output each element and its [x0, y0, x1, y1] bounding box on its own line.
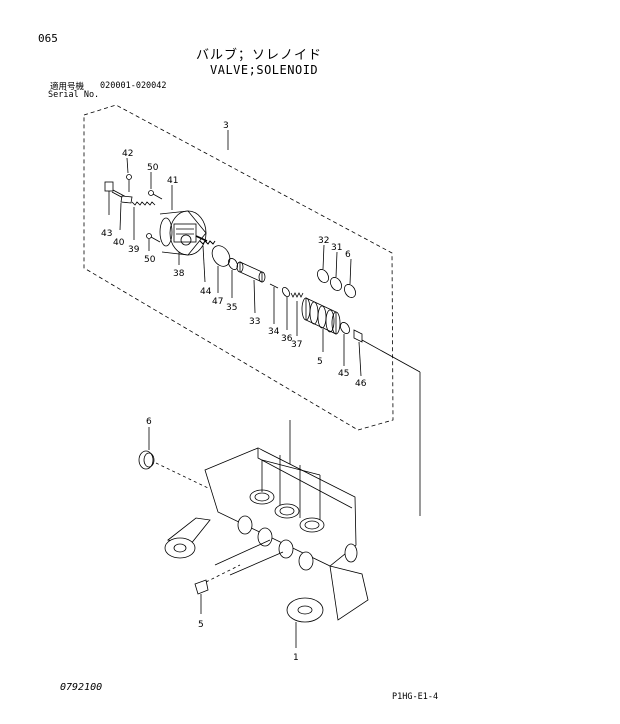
callout-33: 31: [331, 243, 342, 253]
title-english: VALVE;SOLENOID: [210, 63, 319, 77]
callout-40: 38: [173, 269, 185, 279]
serial-label-japanese: 適用号機: [50, 82, 85, 92]
callout-49: 47: [212, 297, 223, 307]
ring-47: [340, 322, 350, 334]
callout-32: 6: [345, 250, 351, 260]
callout-50-upper: 50: [147, 163, 159, 173]
bolt-and-nut: [104, 181, 133, 204]
callout-3: 3: [223, 121, 229, 131]
ring-33: [330, 277, 342, 291]
serial-label-english: Serial No.: [48, 90, 100, 100]
valve-body: [164, 447, 369, 623]
spring-42: [131, 201, 156, 206]
plug-5: [194, 564, 241, 614]
callout-41: 41: [167, 176, 178, 186]
ring-32: [344, 284, 356, 298]
callout-37: 35: [226, 303, 237, 313]
ring-34: [317, 269, 329, 283]
assembly-boundary: [83, 104, 394, 431]
sleeve-31: [301, 297, 341, 335]
title-japanese: バルブ；ソレノイド: [196, 48, 323, 63]
spool-35: [236, 261, 266, 283]
o-ring-49: [211, 245, 231, 267]
callout-45: 43: [101, 229, 112, 239]
spring-39: [290, 292, 304, 298]
serial-range: 020001-020042: [100, 81, 167, 91]
pin-36: [269, 283, 279, 289]
callout-42: 39: [128, 245, 140, 255]
callout-5: 5: [198, 620, 204, 630]
page-code: P1HG-E1-4: [392, 692, 439, 702]
callout-46: 44: [200, 287, 212, 297]
callout-labels: 3 42 50 41 43 40 39 50 38 44 47 35 33 34…: [101, 121, 367, 663]
ring-37: [228, 258, 238, 270]
plug-48: [353, 329, 363, 343]
callout-31: 5: [317, 357, 323, 367]
callout-43: 40: [113, 238, 125, 248]
callout-35: 33: [249, 317, 260, 327]
callout-44: 42: [122, 149, 133, 159]
callout-34: 32: [318, 236, 329, 246]
callout-1: 1: [293, 653, 299, 663]
spring-46: [199, 240, 216, 245]
callout-50-lower: 50: [144, 255, 156, 265]
page-number: 065: [38, 32, 58, 45]
callout-6-label: 6: [146, 417, 152, 427]
diagram-lines: [83, 104, 421, 648]
callout-36: 34: [268, 327, 280, 337]
callout-39: 37: [291, 340, 302, 350]
screws-50: [146, 190, 163, 243]
solenoid-coil: [159, 210, 208, 256]
plug-6: [138, 427, 209, 489]
callout-38: 36: [281, 334, 293, 344]
screw-44: [126, 174, 132, 192]
drawing-number: 0792100: [60, 682, 103, 693]
ring-38: [281, 287, 291, 297]
alignment-lines: [214, 455, 321, 576]
callout-48: 46: [355, 379, 367, 389]
callout-47: 45: [338, 369, 349, 379]
